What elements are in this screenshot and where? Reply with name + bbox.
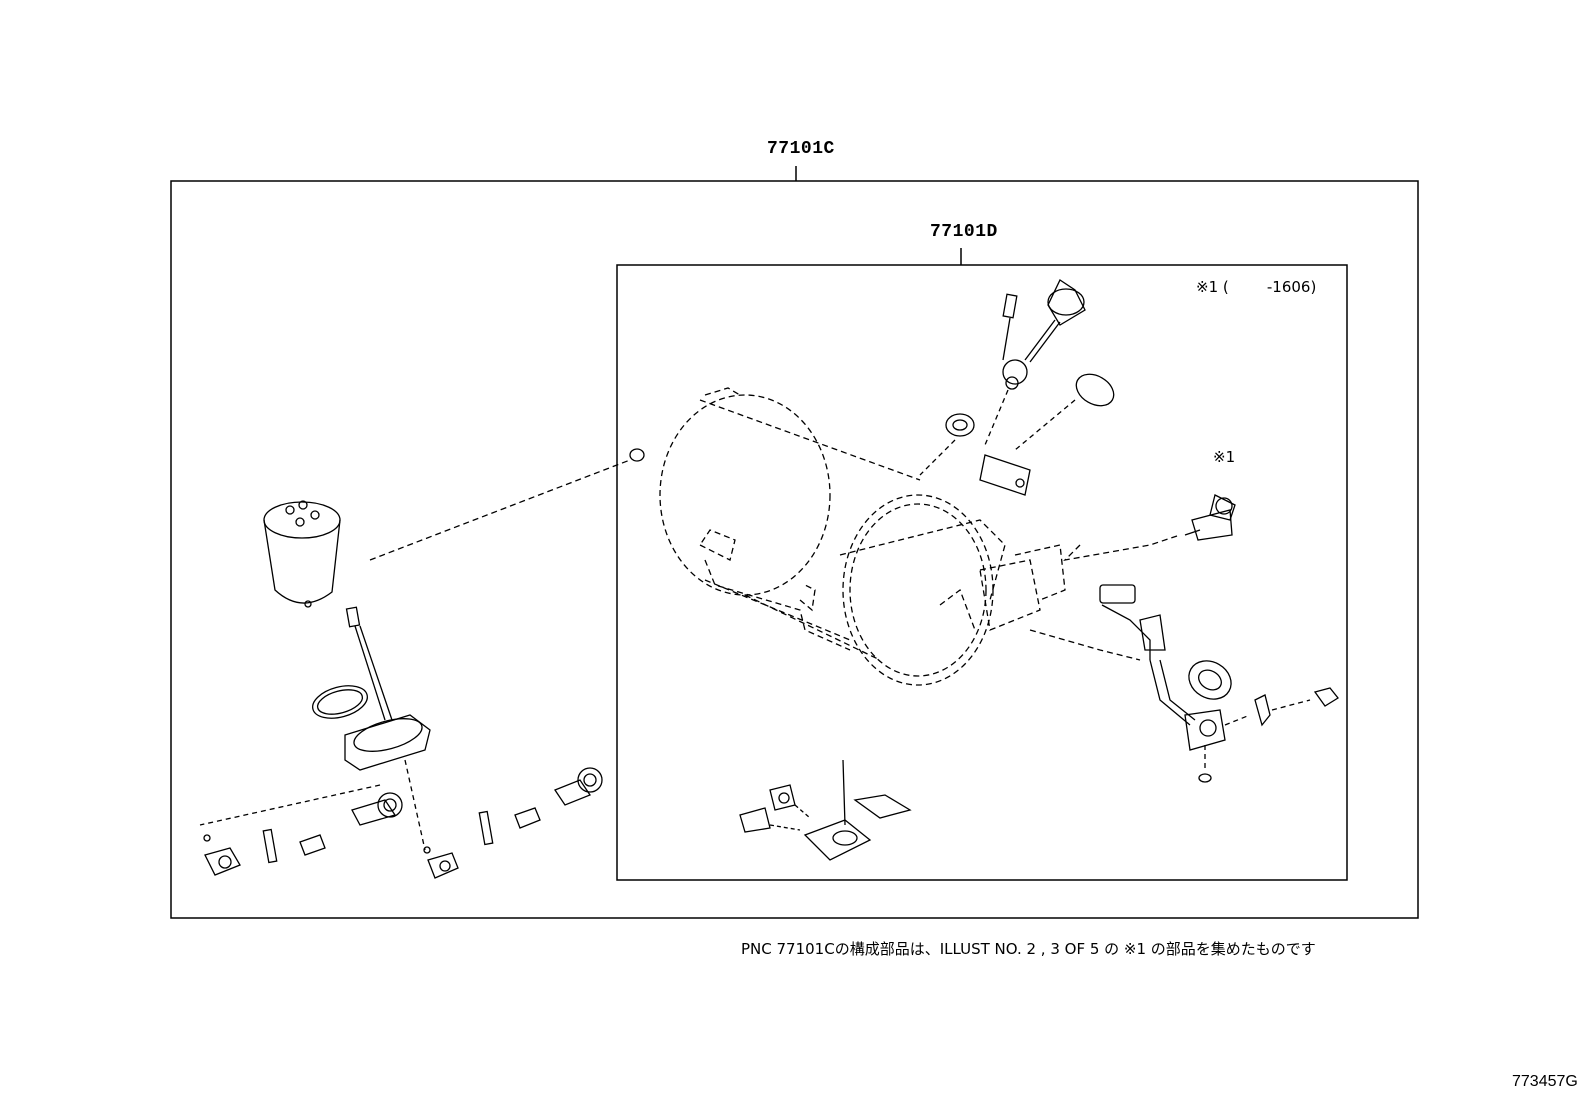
inner-assembly-frame [616, 264, 1348, 881]
outer-assembly-frame [170, 180, 1419, 919]
assembly-inner-label: 77101D [930, 222, 998, 242]
assembly-outer-label: 77101C [767, 139, 835, 159]
left-fittings [203, 767, 603, 879]
fuel-tank [659, 387, 1066, 686]
marker-label: ※1 [1213, 448, 1236, 466]
right-fitting [1029, 494, 1339, 783]
pump-module [199, 606, 431, 851]
sender-gauge [919, 279, 1115, 496]
figure-id: 773457G [1512, 1073, 1578, 1090]
level-sensor [739, 759, 912, 861]
footnote: PNC 77101Cの構成部品は、ILLUST NO. 2 , 3 OF 5 の… [741, 940, 1316, 958]
filter-canister [263, 448, 645, 608]
marker-range-label: ※1 ( -1606) [1196, 278, 1317, 296]
